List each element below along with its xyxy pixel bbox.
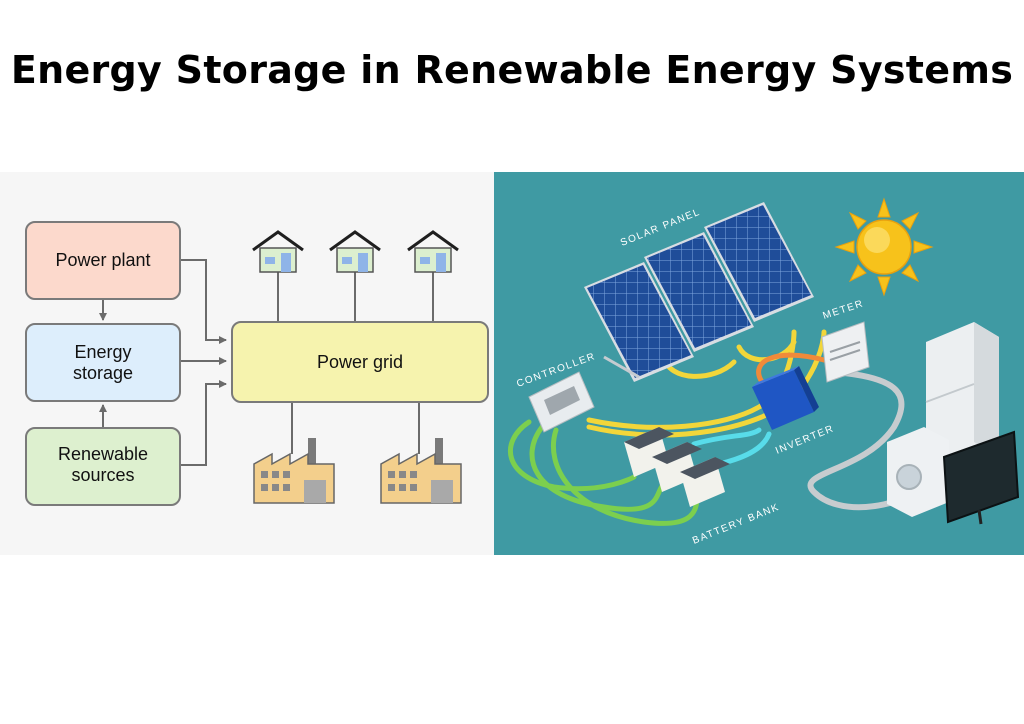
gray-cable: [807, 369, 917, 511]
solar-panel: [644, 232, 754, 352]
inverter-label: INVERTER: [774, 423, 836, 457]
energy-storage-box: Energy storage: [25, 323, 181, 402]
energy-storage-label-line-1: Energy: [74, 342, 131, 362]
television: [942, 430, 1020, 525]
energy-storage-label-line-2: storage: [73, 363, 133, 383]
meter-label: METER: [822, 298, 866, 322]
energy-flow-diagram: Power plant Energy storage Renewable sou…: [0, 172, 494, 555]
washing-machine: [887, 427, 949, 517]
factory-icon: [253, 438, 335, 504]
solar-panel: [584, 262, 694, 382]
cyan-cable: [716, 431, 772, 467]
power-grid-box: Power grid: [231, 321, 489, 403]
orange-cable: [756, 352, 827, 385]
power-plant-label: Power plant: [55, 250, 150, 270]
green-cable: [550, 427, 702, 526]
renewable-sources-box: Renewable sources: [25, 427, 181, 506]
solar-panel-array: [584, 202, 814, 382]
house-icon: [252, 230, 304, 273]
factory-icon: [380, 438, 462, 504]
power-grid-label: Power grid: [317, 352, 403, 372]
solar-panel: [704, 202, 814, 322]
green-cable: [529, 424, 667, 512]
cyan-cable: [691, 427, 762, 447]
power-plant-box: Power plant: [25, 221, 181, 300]
inverter: [752, 366, 819, 430]
renewable-to-grid-line: [180, 380, 227, 466]
house-icon: [329, 230, 381, 273]
solar-scene: SOLAR PANEL METER CONTROLLER INVERTER BA…: [507, 197, 1020, 547]
connectors: [99, 259, 434, 466]
diagram-canvas: Power plant Energy storage Renewable sou…: [25, 221, 489, 506]
house-icon: [407, 230, 459, 273]
solar-system-illustration: SOLAR PANEL METER CONTROLLER INVERTER BA…: [494, 172, 1024, 555]
battery-bank: [624, 427, 730, 507]
battery-bank-label: BATTERY BANK: [691, 502, 781, 547]
battery: [680, 457, 730, 507]
sun-icon: [834, 197, 934, 297]
electric-meter: [821, 321, 870, 383]
plant-to-grid-line: [180, 259, 227, 344]
green-cable: [507, 419, 637, 492]
page-title: Energy Storage in Renewable Energy Syste…: [10, 48, 1014, 92]
yellow-cable: [586, 329, 797, 430]
renewable-sources-label-line-1: Renewable: [58, 444, 148, 464]
charge-controller: [528, 371, 595, 433]
renewable-sources-label-line-2: sources: [71, 465, 134, 485]
